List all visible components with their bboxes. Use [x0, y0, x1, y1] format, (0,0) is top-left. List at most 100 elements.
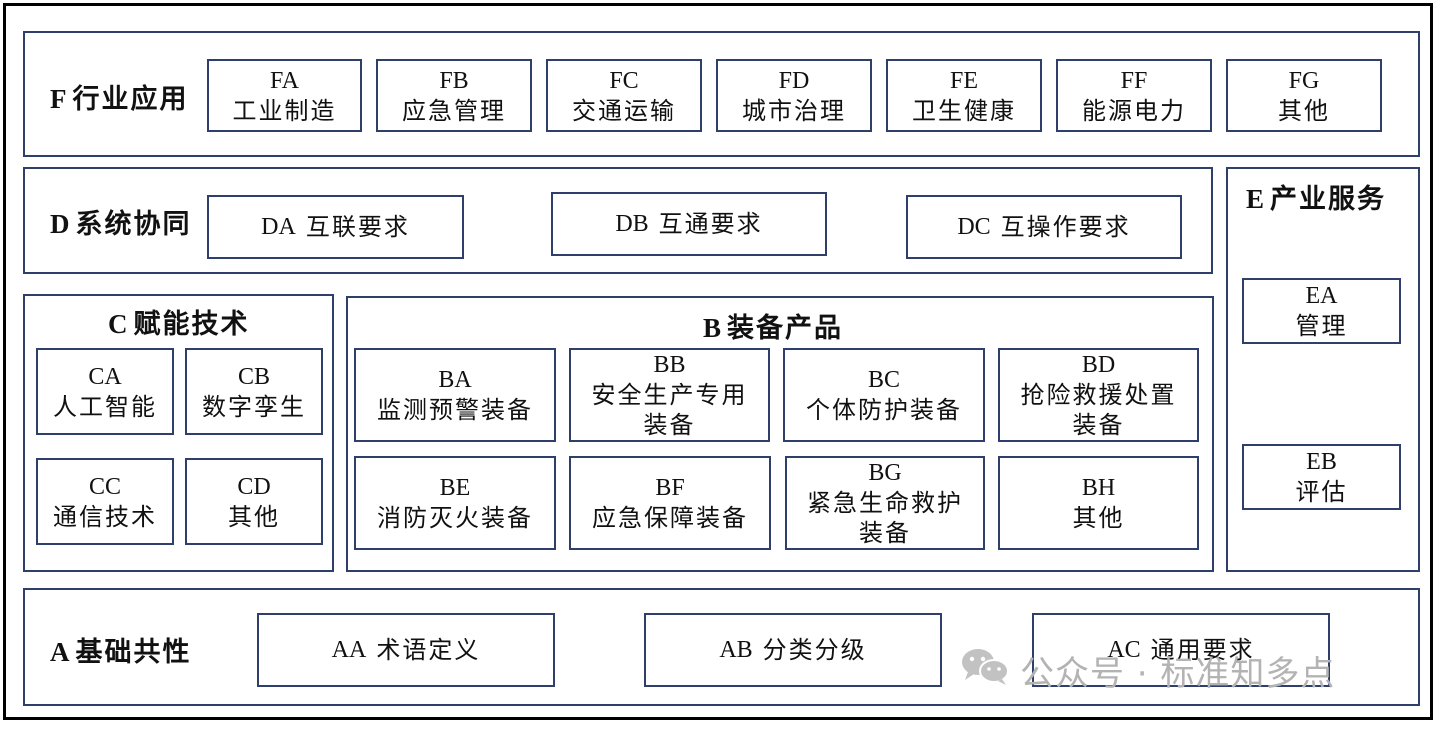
box-label: 交通运输	[572, 96, 676, 125]
box-label: 应急管理	[402, 96, 506, 125]
box-code: BC	[867, 367, 900, 393]
box-label: 应急保障装备	[592, 504, 748, 532]
wechat-icon	[960, 646, 1020, 695]
box-code: FB	[439, 67, 469, 94]
box-fd: FD 城市治理	[716, 59, 872, 132]
box-bd: BD 抢险救援处置装备	[998, 348, 1199, 442]
box-ac: AC 通用要求	[1032, 613, 1330, 687]
box-label: 监测预警装备	[377, 396, 533, 424]
box-code: AA	[331, 637, 367, 663]
box-code: EA	[1305, 283, 1338, 309]
diagram-frame	[3, 3, 1433, 720]
box-label: 评估	[1295, 478, 1348, 506]
box-code: BB	[653, 352, 686, 378]
box-cc: CC 通信技术	[36, 458, 174, 545]
box-ea: EA 管理	[1242, 278, 1401, 344]
box-da: DA 互联要求	[207, 195, 464, 259]
box-code: DB	[615, 211, 649, 237]
box-fa: FA 工业制造	[207, 59, 362, 132]
box-label: 互操作要求	[1000, 213, 1131, 241]
layer-b-code: B	[703, 313, 724, 343]
layer-b-name: 装备产品	[727, 313, 844, 344]
box-ca: CA 人工智能	[36, 348, 174, 435]
box-label: 其他	[1072, 504, 1125, 532]
box-bf: BF 应急保障装备	[569, 456, 771, 550]
box-label: 其他	[228, 502, 280, 531]
box-code: CA	[88, 363, 122, 390]
box-ab: AB 分类分级	[644, 613, 942, 687]
box-label: 互通要求	[658, 210, 763, 238]
box-label: 工业制造	[232, 96, 337, 125]
box-cb: CB 数字孪生	[185, 348, 323, 435]
box-code: CC	[88, 473, 121, 500]
box-be: BE 消防灭火装备	[354, 456, 556, 550]
layer-e-name: 产业服务	[1270, 184, 1387, 215]
layer-f-code: F	[50, 84, 69, 114]
layer-d-name: 系统协同	[75, 209, 192, 240]
box-label: 城市治理	[742, 96, 846, 125]
box-fe: FE 卫生健康	[886, 59, 1042, 132]
box-label: 分类分级	[762, 636, 867, 664]
box-code: FA	[270, 67, 299, 94]
layer-e-panel	[1226, 167, 1420, 572]
box-label: 其他	[1278, 96, 1330, 125]
watermark: 公众号 · 标准知多点	[960, 646, 1336, 695]
box-label: 抢险救援处置装备	[1020, 381, 1177, 439]
box-label: 能源电力	[1082, 96, 1186, 125]
box-ff: FF 能源电力	[1056, 59, 1212, 132]
box-code: BD	[1081, 352, 1116, 378]
layer-a-code: A	[50, 637, 72, 667]
box-code: DA	[261, 214, 296, 240]
box-label: 术语定义	[376, 636, 481, 664]
box-code: AB	[719, 637, 753, 663]
box-ba: BA 监测预警装备	[354, 348, 556, 442]
box-label: 消防灭火装备	[377, 504, 533, 532]
box-label: 通信技术	[53, 502, 157, 531]
box-code: EB	[1306, 449, 1337, 475]
layer-d-code: D	[50, 209, 72, 239]
watermark-text: 公众号 · 标准知多点	[1020, 653, 1336, 694]
box-label: 紧急生命救护装备	[807, 489, 963, 547]
box-dc: DC 互操作要求	[906, 195, 1182, 259]
box-label: 人工智能	[53, 392, 157, 421]
layer-f-name: 行业应用	[72, 84, 189, 115]
box-code: DC	[957, 214, 991, 240]
box-cd: CD 其他	[185, 458, 323, 545]
box-bc: BC 个体防护装备	[783, 348, 985, 442]
box-label: 数字孪生	[202, 392, 306, 421]
layer-c-name: 赋能技术	[133, 309, 250, 340]
box-label: 管理	[1295, 312, 1348, 340]
box-label: 互联要求	[305, 213, 410, 241]
box-db: DB 互通要求	[551, 192, 827, 256]
box-code: FG	[1288, 67, 1320, 94]
layer-e-code: E	[1246, 184, 1267, 214]
box-bg: BG 紧急生命救护装备	[785, 456, 985, 550]
box-fc: FC 交通运输	[546, 59, 702, 132]
layer-a-name: 基础共性	[75, 637, 192, 668]
box-code: BH	[1081, 475, 1116, 501]
box-code: CD	[237, 473, 271, 500]
box-code: FE	[949, 67, 978, 94]
box-code: BG	[868, 460, 902, 486]
box-code: FC	[609, 67, 639, 94]
box-code: BE	[439, 475, 471, 501]
box-code: CB	[237, 363, 270, 390]
box-bb: BB 安全生产专用装备	[569, 348, 770, 442]
box-eb: EB 评估	[1242, 444, 1401, 510]
box-label: 卫生健康	[912, 96, 1016, 125]
box-label: 通用要求	[1150, 636, 1255, 664]
box-code: BA	[438, 367, 472, 393]
box-code: FD	[778, 67, 810, 94]
box-fg: FG 其他	[1226, 59, 1382, 132]
box-aa: AA 术语定义	[257, 613, 555, 687]
layer-c-code: C	[108, 309, 130, 339]
box-code: BF	[655, 475, 685, 501]
box-code: AC	[1107, 637, 1141, 663]
box-fb: FB 应急管理	[376, 59, 532, 132]
